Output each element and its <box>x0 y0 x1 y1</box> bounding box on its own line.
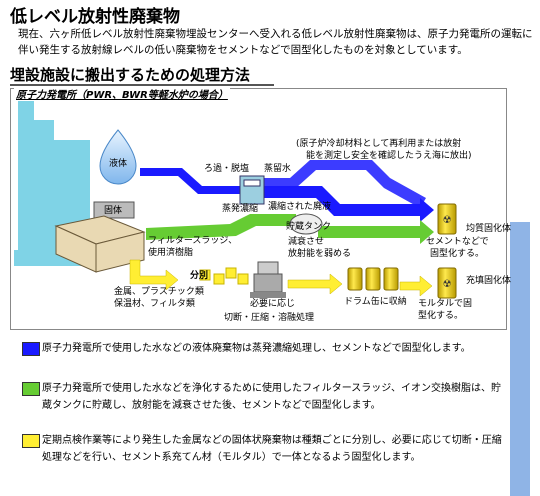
diagram-caption: 原子力発電所（PWR、BWR等軽水炉の場合） <box>14 86 230 101</box>
solid-label: 固体 <box>104 206 123 216</box>
filter-equipment-icon <box>54 215 146 273</box>
intro-paragraph: 現在、六ヶ所低レベル放射性廃棄物埋設センターへ受入れる低レベル放射性廃棄物は、原… <box>18 28 533 56</box>
legend-text-solid: 定期点検作業等により発生した金属などの固体状廃棄物は種類ごとに分別し、必要に応じ… <box>42 435 502 463</box>
mortar-label-1: モルタルで固 <box>418 299 473 309</box>
liquid-flow-arrow <box>140 160 434 222</box>
concentrated-liquid-label: 濃縮された廃液 <box>268 202 332 212</box>
liquid-label: 液体 <box>109 159 128 169</box>
output-drum-icon: ☢ ☢ <box>437 203 457 299</box>
filtration-label: ろ過・脱塩 <box>204 164 250 174</box>
homogeneous-solidified-label: 均質固化体 <box>466 224 512 234</box>
decay-label-2: 放射能を弱める <box>288 249 352 259</box>
section-divider <box>10 84 274 86</box>
storage-tank-label: 貯蔵タンク <box>286 222 332 232</box>
legend-swatch-green <box>22 382 40 396</box>
sludge-flow-arrow <box>146 214 434 244</box>
distilled-water-label: 蒸留水 <box>264 164 292 174</box>
svg-text:☢: ☢ <box>443 215 452 226</box>
diagram-frame <box>10 88 507 330</box>
drum-label: ドラム缶に収納 <box>344 297 407 307</box>
filled-solidified-label: 充填固化体 <box>466 276 512 286</box>
legend-swatch-yellow <box>22 434 40 448</box>
if-needed-label: 必要に応じ <box>250 299 296 309</box>
evaporator-icon <box>239 175 265 205</box>
sorting-label: 分別 <box>190 271 209 281</box>
evaporator-label: 蒸発濃縮 <box>222 204 259 214</box>
metals-label-2: 保温材、フィルタ類 <box>114 299 195 309</box>
legend-swatch-blue <box>22 342 40 356</box>
drum-icons <box>347 267 399 291</box>
cutting-label: 切断・圧縮・溶融処理 <box>224 313 315 323</box>
decay-label-1: 減衰させ <box>288 237 325 247</box>
storage-tank-icon <box>289 213 323 235</box>
legend-text-liquid: 原子力発電所で使用した水などの液体廃棄物は蒸発濃縮処理し、セメントなどで固型化し… <box>42 343 471 354</box>
side-column-bar <box>510 222 530 496</box>
legend-text-sludge: 原子力発電所で使用した水などを浄化するために使用したフィルタースラッジ、イオン交… <box>42 383 501 411</box>
page-title: 低レベル放射性廃棄物 <box>10 7 180 27</box>
solid-waste-flow-arrow <box>129 259 433 297</box>
cement-label-1: セメントなどで <box>426 237 489 247</box>
sorted-waste-icons <box>199 267 249 285</box>
compression-machine-icon <box>250 261 286 298</box>
section-title: 埋設施設に搬出するための処理方法 <box>10 66 251 84</box>
filter-sludge-label-2: 使用済樹脂 <box>148 248 194 258</box>
mortar-label-2: 型化する。 <box>418 311 464 321</box>
liquid-drop-icon <box>99 129 137 185</box>
metals-label-1: 金属、プラスチック類 <box>114 287 204 297</box>
svg-text:☢: ☢ <box>443 279 452 290</box>
solid-block-icon <box>93 201 135 219</box>
filter-sludge-label-1: フィルタースラッジ、 <box>148 236 238 246</box>
reuse-note-line-1: (原子炉冷却材料として再利用または放射 <box>296 139 462 149</box>
process-diagram: ☢ ☢ <box>14 98 457 299</box>
cement-label-2: 固型化する。 <box>430 249 485 259</box>
reuse-note-line-2: 能を測定し安全を確認したうえ海に放出) <box>306 151 472 161</box>
